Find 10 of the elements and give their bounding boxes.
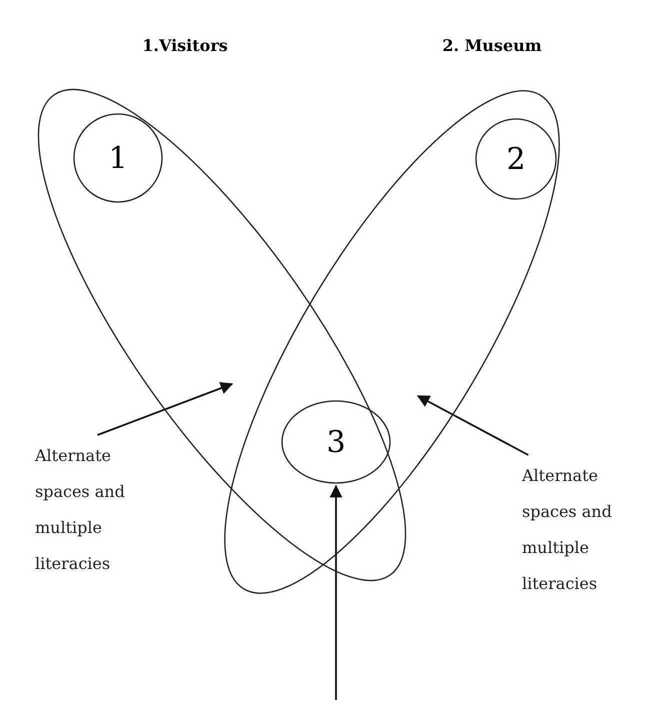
circle-number: 1: [108, 140, 128, 176]
circle-number: 2: [506, 142, 526, 176]
annotation-text: Alternate spaces and multiple literacies: [35, 445, 126, 575]
annotation-text: Alternate spaces and multiple literacies: [522, 465, 613, 595]
arrow: [97, 382, 234, 436]
arrow: [416, 395, 529, 456]
circle-number: 3: [326, 424, 346, 460]
group-heading: 2. Museum: [442, 36, 542, 55]
group-heading: 1.Visitors: [142, 36, 228, 55]
arrow: [330, 484, 342, 700]
